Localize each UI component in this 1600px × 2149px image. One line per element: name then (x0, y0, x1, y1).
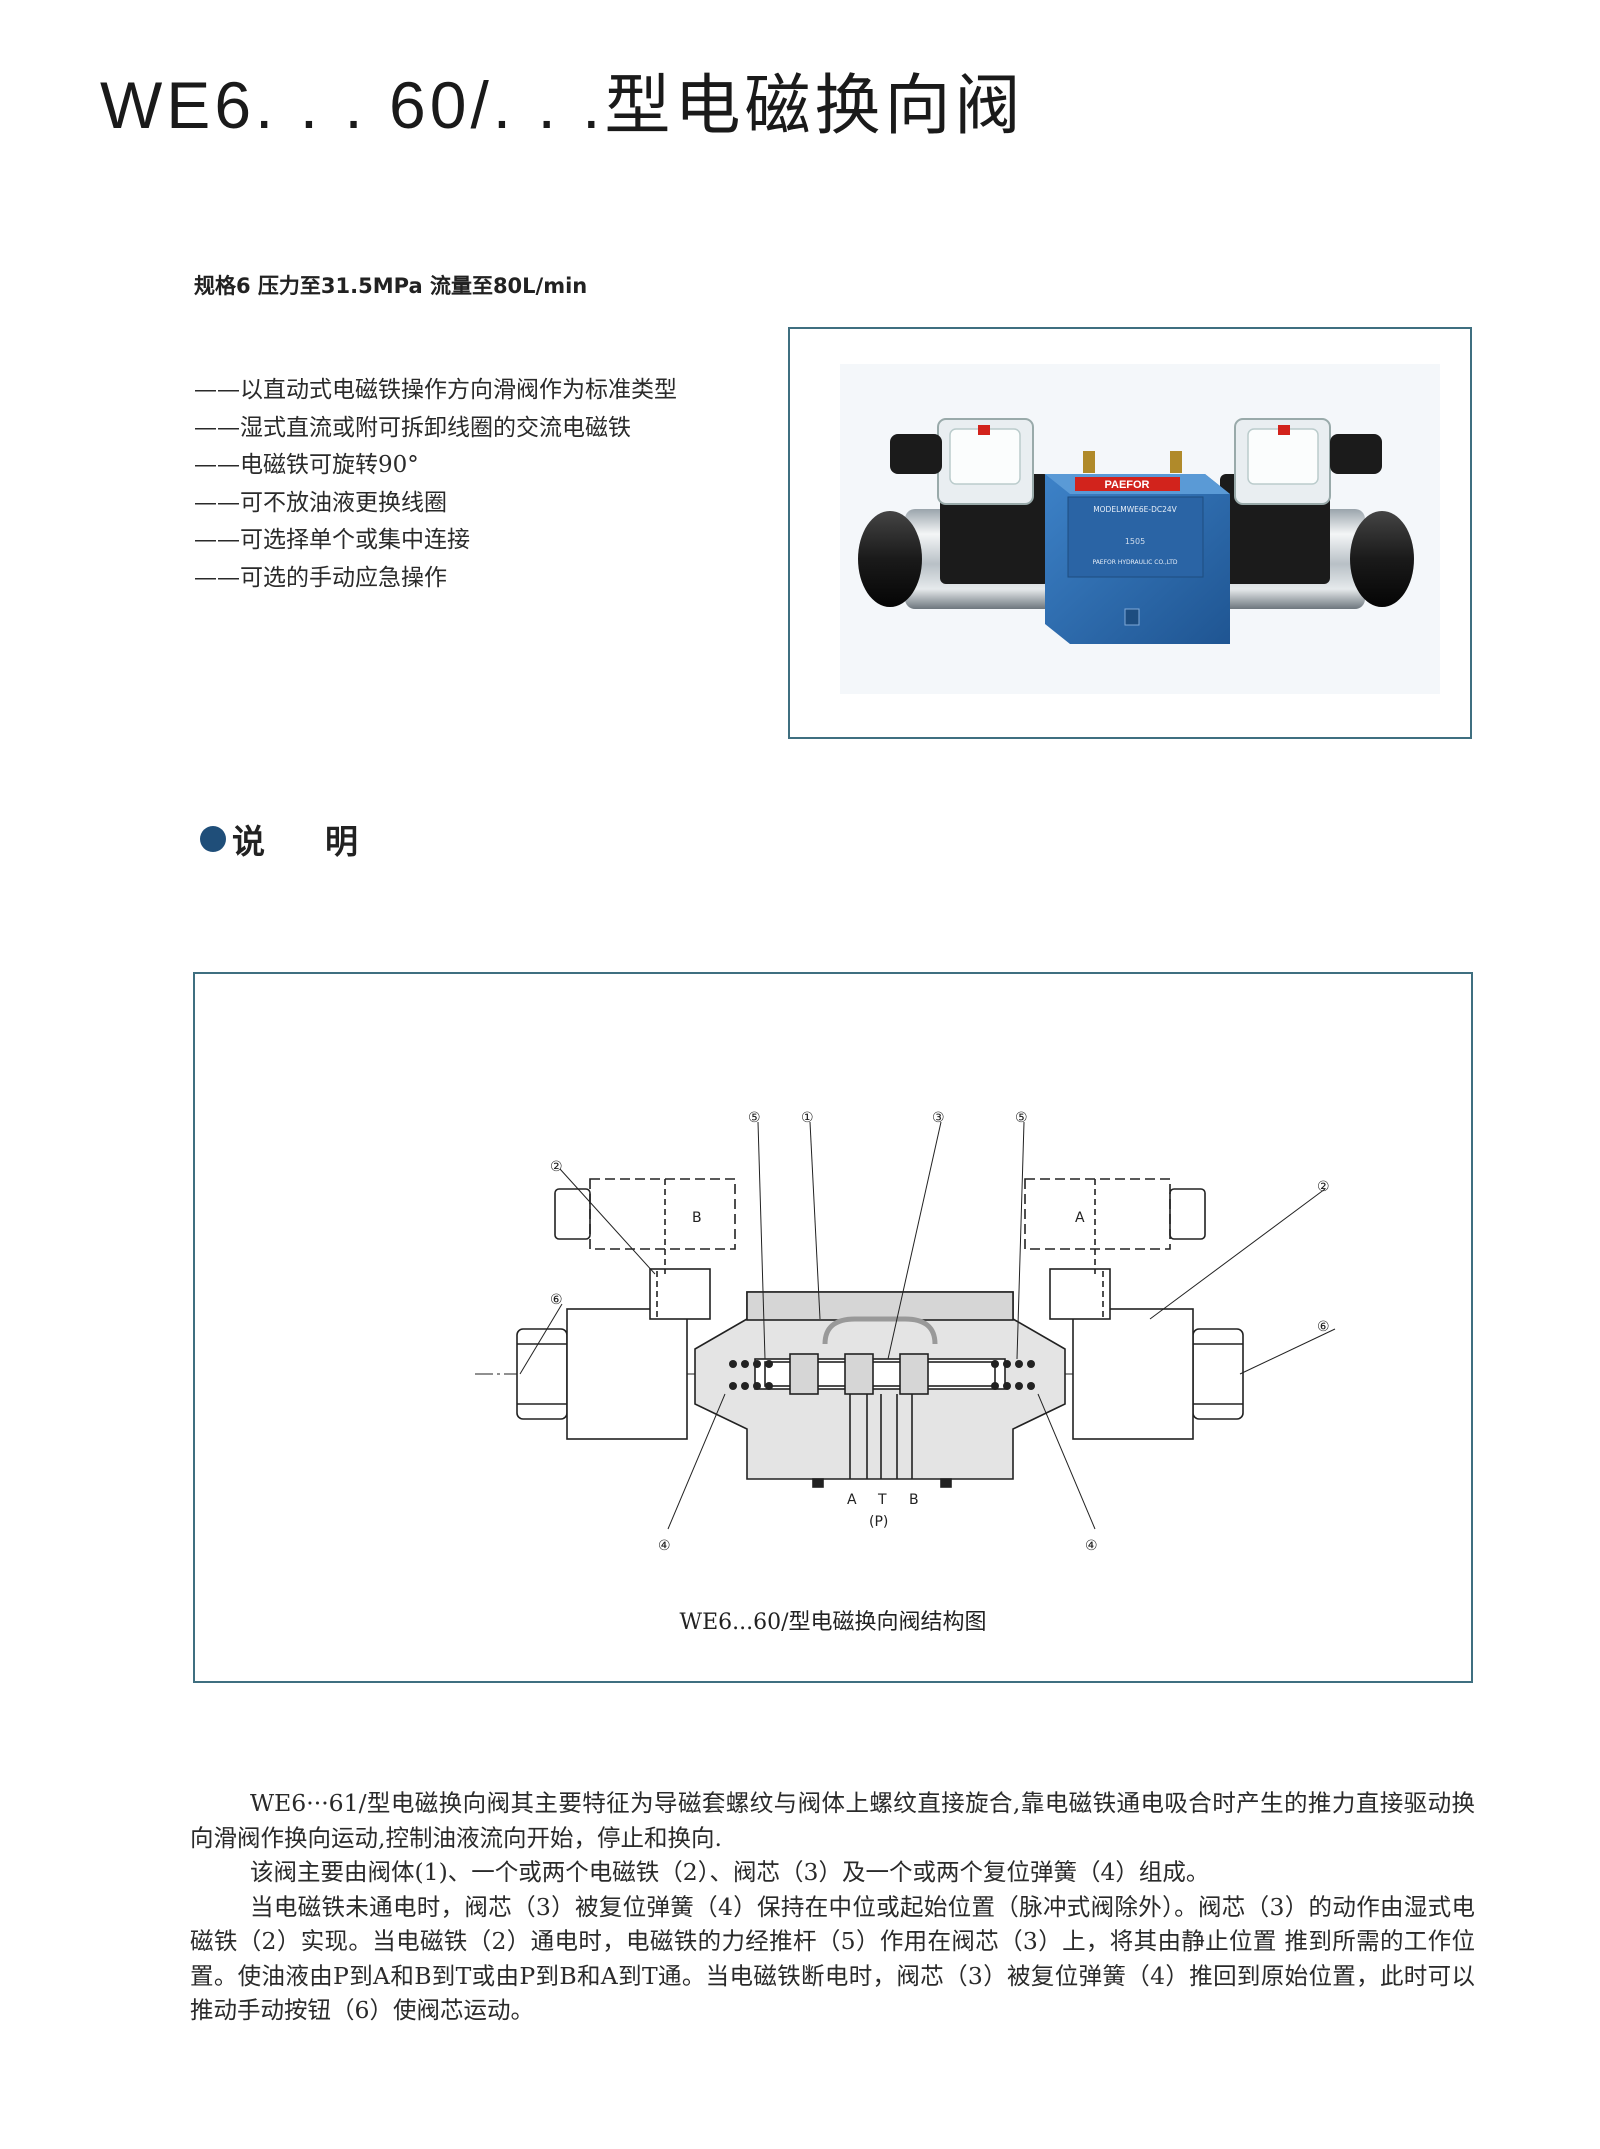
callout-5-right: ⑤ (1015, 1110, 1028, 1126)
description-text: WE6···61/型电磁换向阀其主要特征为导磁套螺纹与阀体上螺纹直接旋合,靠电磁… (190, 1786, 1475, 2028)
right-solenoid (1072, 1308, 1194, 1440)
model-label: MODELMWE6E-DC24V (1093, 505, 1177, 514)
feature-item: ——可选的手动应急操作 (194, 564, 447, 591)
brand-label: PAEFOR (1104, 479, 1149, 491)
spec-line: 规格6 压力至31.5MPa 流量至80L/min (194, 274, 588, 298)
callout-6-left: ⑥ (550, 1292, 563, 1308)
feature-item: ——可选择单个或集中连接 (194, 527, 470, 553)
feature-item: ——湿式直流或附可拆卸线圈的交流电磁铁 (194, 414, 631, 441)
coil-label-b: B (692, 1210, 702, 1226)
right-manual-button (1192, 1328, 1244, 1420)
section-heading-text: 说明 (232, 822, 418, 861)
right-coil-outline (1024, 1178, 1171, 1250)
coil-label-a: A (1075, 1210, 1085, 1226)
feature-item: ——电磁铁可旋转90° (194, 452, 419, 478)
valve-photo-illustration: PAEFOR MODELMWE6E-DC24V 1505 PAEFOR HYDR… (840, 364, 1440, 694)
left-spring (729, 1360, 773, 1390)
right-spring (991, 1360, 1035, 1390)
feature-item: ——以直动式电磁铁操作方向滑阀作为标准类型 (194, 377, 677, 403)
valve-cross-section: ⑤ ① ③ ⑤ ② ② ⑥ ⑥ ④ ④ B A A T B (P) (475, 1110, 1336, 1554)
section-heading: 说明 (200, 815, 418, 863)
port-label-b: B (909, 1492, 919, 1508)
maker-label: PAEFOR HYDRAULIC CO.,LTD (1092, 559, 1177, 566)
left-coil-outline (589, 1178, 736, 1250)
left-manual-button (516, 1328, 568, 1420)
right-manual-knob (1350, 511, 1414, 607)
feature-list: ——以直动式电磁铁操作方向滑阀作为标准类型 ——湿式直流或附可拆卸线圈的交流电磁… (194, 372, 677, 597)
description-paragraph: 该阀主要由阀体(1)、一个或两个电磁铁（2）、阀芯（3）及一个或两个复位弹簧（4… (250, 1858, 1210, 1886)
description-paragraph: WE6···61/型电磁换向阀其主要特征为导磁套螺纹与阀体上螺纹直接旋合,靠电磁… (190, 1789, 1475, 1852)
callout-4-right: ④ (1085, 1538, 1098, 1554)
product-photo: PAEFOR MODELMWE6E-DC24V 1505 PAEFOR HYDR… (788, 327, 1472, 739)
structure-diagram: ⑤ ① ③ ⑤ ② ② ⑥ ⑥ ④ ④ B A A T B (P) WE6...… (193, 972, 1473, 1683)
callout-1: ① (801, 1110, 814, 1126)
callout-2-right: ② (1317, 1179, 1330, 1195)
feature-item: ——可不放油液更换线圈 (194, 489, 447, 516)
left-manual-knob (858, 511, 922, 607)
callout-4-left: ④ (658, 1538, 671, 1554)
callout-5-left: ⑤ (748, 1110, 761, 1126)
callout-6-right: ⑥ (1317, 1319, 1330, 1335)
callout-3: ③ (932, 1110, 945, 1126)
page-title: WE6. . . 60/. . .型电磁换向阀 (100, 68, 1025, 142)
number-label: 1505 (1125, 537, 1145, 546)
diagram-caption: WE6...60/型电磁换向阀结构图 (679, 1610, 987, 1635)
bullet-dot-icon (200, 826, 226, 852)
left-solenoid (566, 1308, 688, 1440)
description-paragraph: 当电磁铁未通电时，阀芯（3）被复位弹簧（4）保持在中位或起始位置（脉冲式阀除外）… (190, 1892, 1475, 2025)
callout-2-left: ② (550, 1159, 563, 1175)
port-label-a: A (847, 1492, 857, 1508)
port-label-p: (P) (869, 1514, 888, 1530)
port-label-t: T (877, 1492, 887, 1508)
